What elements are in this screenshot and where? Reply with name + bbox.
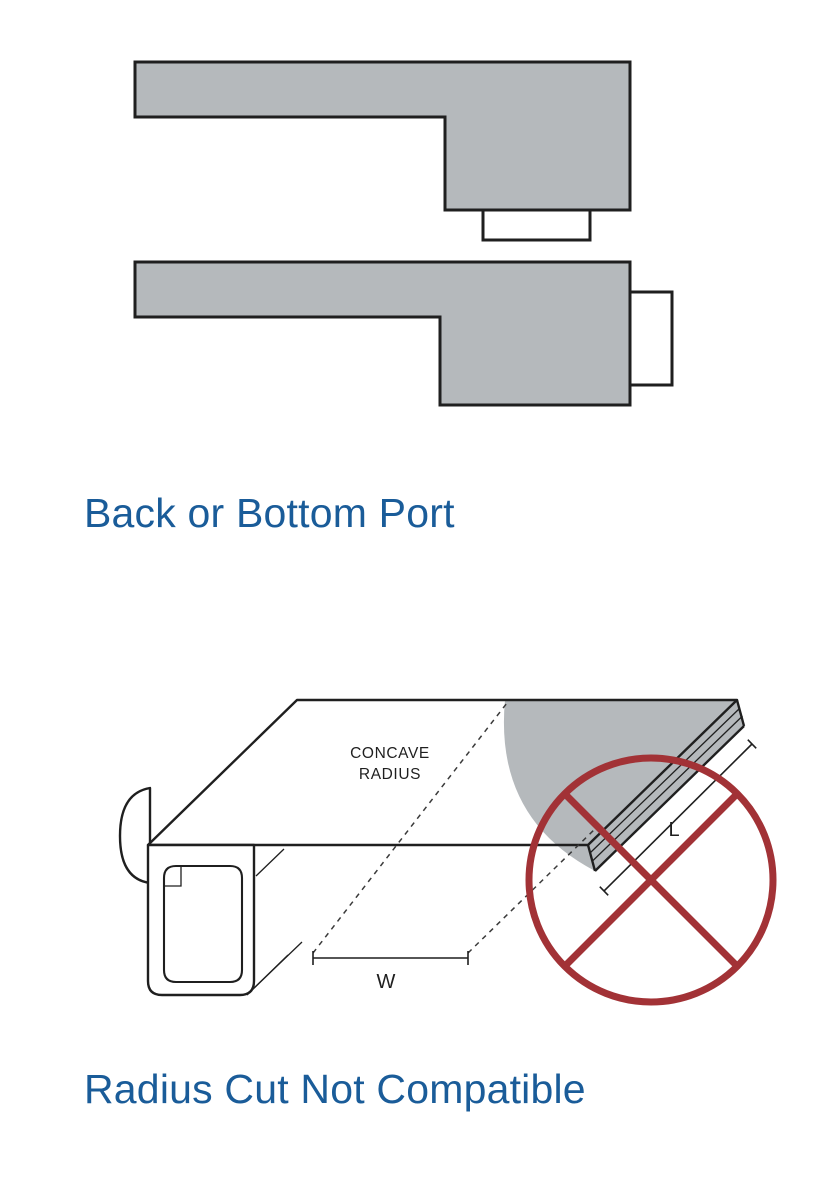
dimension-w-label: W — [377, 971, 396, 993]
laminate-line — [589, 707, 741, 854]
projection-line-left — [312, 702, 508, 954]
projection-line-right — [467, 825, 599, 954]
port-diagram — [133, 60, 674, 407]
back-port-profile — [133, 260, 632, 407]
dimension-l: L — [599, 739, 757, 896]
dimension-l-label: L — [668, 819, 679, 841]
concave-radius-label-line2: RADIUS — [359, 766, 421, 783]
recede-line — [246, 954, 289, 996]
channel-cross-section — [146, 843, 303, 997]
concave-radius-cut — [503, 700, 744, 871]
no-symbol-icon — [525, 754, 777, 1006]
recede-line — [255, 848, 285, 877]
profile-step-detail — [164, 867, 182, 887]
slab-rounded-nose — [118, 786, 152, 885]
bottom-port-outlet — [481, 208, 592, 242]
dimension-w: W — [312, 951, 469, 993]
caption-ports: Back or Bottom Port — [84, 490, 455, 536]
bottom-port-profile — [133, 60, 632, 212]
radius-cut-diagram: W L CONCAVE RADIUS — [118, 698, 777, 1006]
profile-channel — [162, 864, 244, 984]
caption-radius: Radius Cut Not Compatible — [84, 1066, 586, 1112]
bottom-port-figure — [133, 60, 632, 242]
back-port-outlet — [628, 290, 674, 387]
back-port-figure — [133, 260, 674, 407]
laminate-line — [592, 715, 743, 862]
concave-radius-label-line1: CONCAVE — [350, 745, 430, 762]
